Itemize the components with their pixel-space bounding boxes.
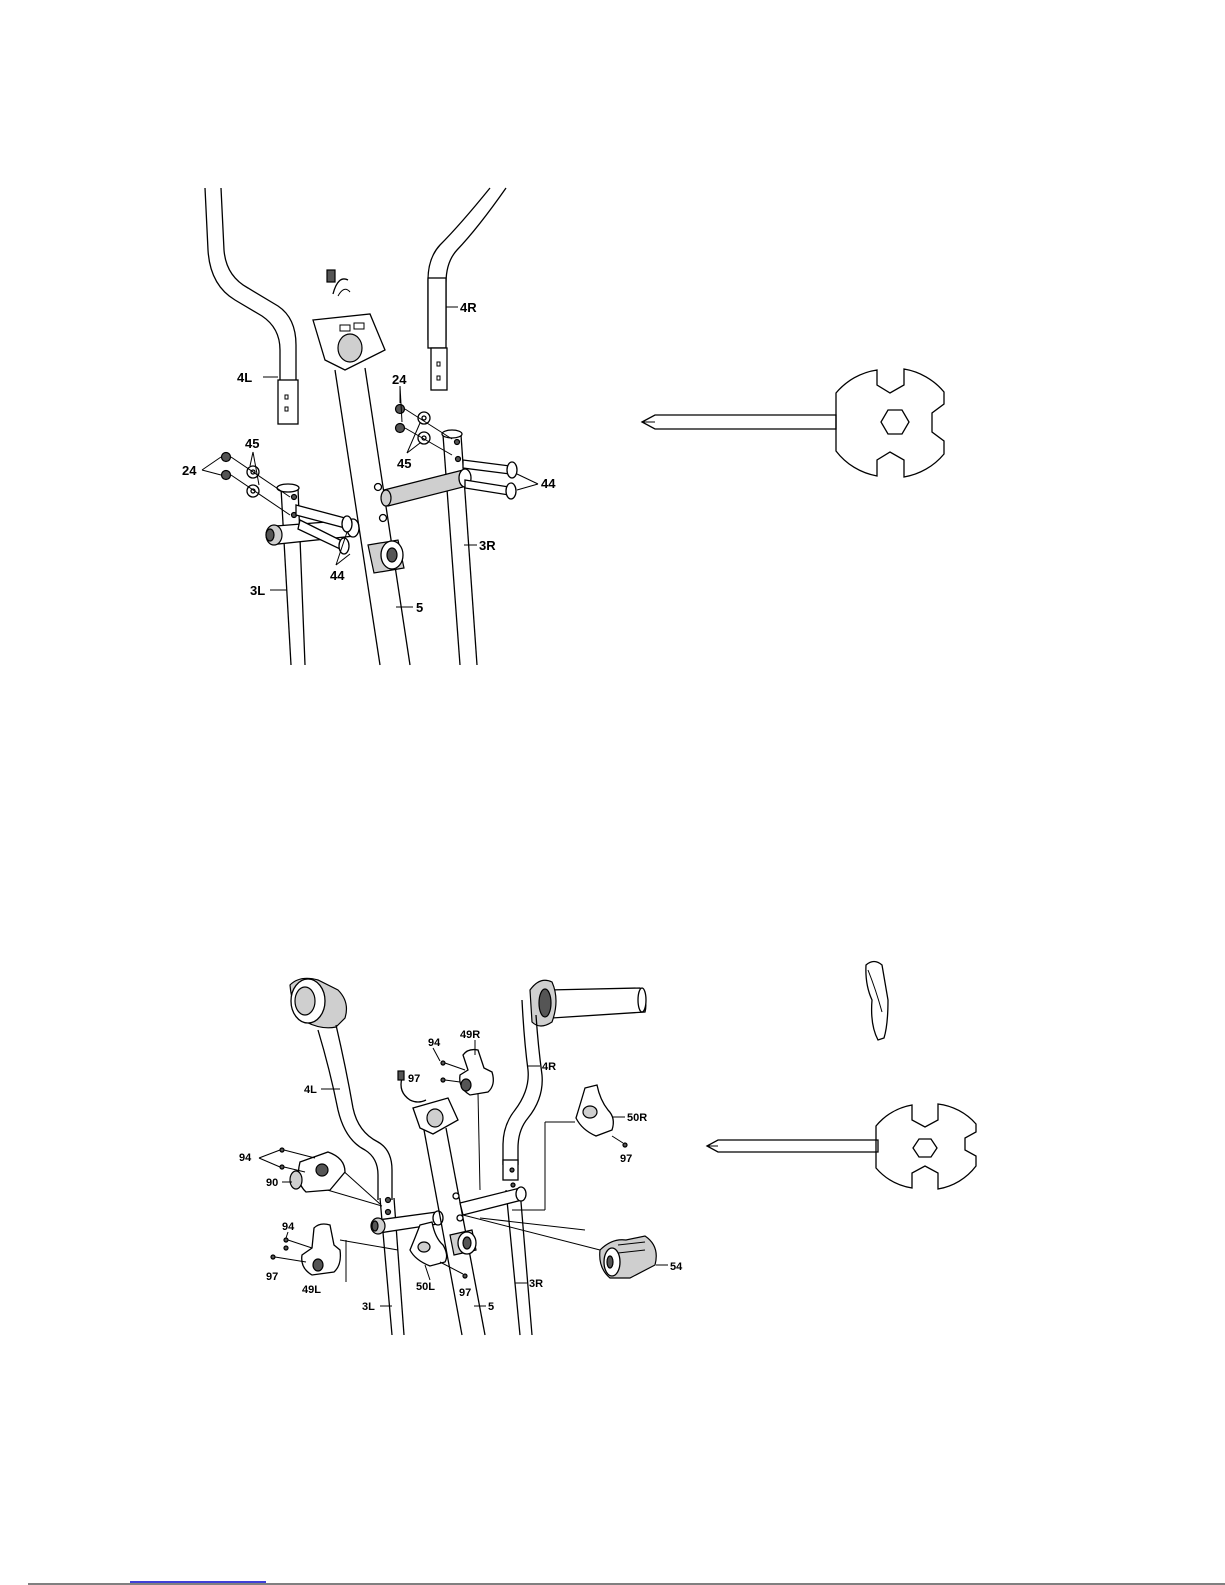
fasteners-left <box>202 452 290 515</box>
label-3R-bottom: 3R <box>529 1278 543 1290</box>
label-94-left: 94 <box>239 1152 252 1164</box>
label-4L-bottom: 4L <box>304 1084 317 1096</box>
part-54 <box>600 1236 668 1278</box>
label-3L: 3L <box>250 583 265 598</box>
label-97-left: 97 <box>266 1271 278 1283</box>
tube-4L-top <box>205 188 298 424</box>
label-50L: 50L <box>416 1281 435 1293</box>
label-94-lower: 94 <box>282 1221 295 1233</box>
label-24-left: 24 <box>182 463 197 478</box>
label-5-bottom: 5 <box>488 1301 494 1313</box>
screwdriver-wrench-icon <box>642 369 944 477</box>
label-45-left: 45 <box>245 436 259 451</box>
post-5-top <box>313 270 410 665</box>
diagram-bottom: 4L 4R 3L 3R 5 49R 49L 50R 50L 54 90 94 9… <box>239 978 683 1335</box>
label-49L: 49L <box>302 1284 321 1296</box>
tube-4R-top <box>428 188 506 390</box>
label-3L-bottom: 3L <box>362 1301 375 1313</box>
label-5: 5 <box>416 600 423 615</box>
label-24-right: 24 <box>392 372 407 387</box>
label-4R: 4R <box>460 300 477 315</box>
label-97-center: 97 <box>459 1287 471 1299</box>
label-50R: 50R <box>627 1112 647 1124</box>
label-44-right: 44 <box>541 476 556 491</box>
label-44-left: 44 <box>330 568 345 583</box>
label-54: 54 <box>670 1261 683 1273</box>
diagram-top: 4L 4R 3L 3R 5 24 24 45 45 44 44 <box>182 188 556 665</box>
label-45-right: 45 <box>397 456 411 471</box>
crossbar-right-top <box>381 469 471 506</box>
label-4R-bottom: 4R <box>542 1061 556 1073</box>
label-90: 90 <box>266 1177 278 1189</box>
tube-4L-bottom <box>290 978 404 1335</box>
bolts-44-right <box>463 460 538 499</box>
label-97-right: 97 <box>620 1153 632 1165</box>
part-50R <box>576 1085 627 1147</box>
label-97-top: 97 <box>408 1073 420 1085</box>
part-49R <box>433 1040 493 1095</box>
label-3R: 3R <box>479 538 496 553</box>
label-94-top: 94 <box>428 1037 441 1049</box>
screwdriver-wrench-icon <box>707 1104 976 1189</box>
label-49R: 49R <box>460 1029 480 1041</box>
crossbar-right-bottom <box>460 1187 526 1215</box>
allen-key-icon <box>866 962 888 1041</box>
label-4L: 4L <box>237 370 252 385</box>
